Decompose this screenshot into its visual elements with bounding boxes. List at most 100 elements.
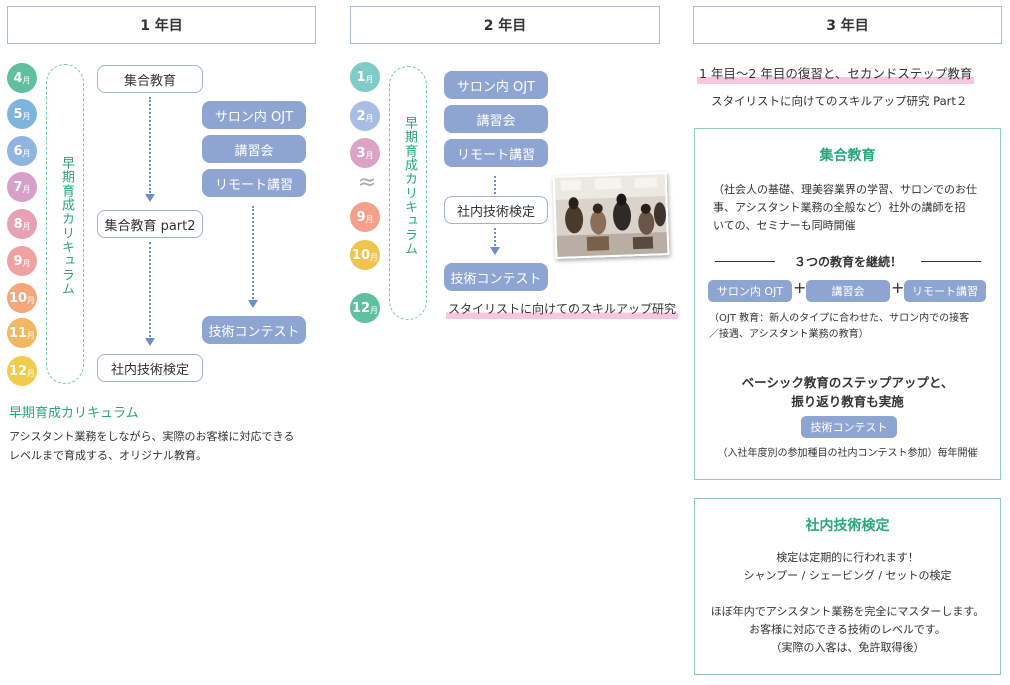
- year3-kentei-line1: 検定は定期的に行われます！: [776, 551, 919, 564]
- year1-month-unit: 月: [22, 258, 31, 268]
- year3-pill-koshu-label: 講習会: [831, 285, 865, 298]
- year3-kentei-line2: シャンプー / シェービング / セットの検定: [743, 569, 952, 582]
- year1-ojt-box: サロン内 OJT: [202, 101, 306, 129]
- year2-koshu-label: 講習会: [476, 113, 516, 129]
- year1-contest-box: 技術コンテスト: [202, 316, 306, 344]
- year3-ojt-note1: （OJT 教育：新人のタイプに合わせた、サロン内での接客: [709, 313, 970, 324]
- year1-arrow-head-1: [145, 194, 155, 202]
- year1-month-unit: 月: [22, 75, 31, 85]
- year2-curriculum-label: 早期育成カリキュラム: [402, 116, 417, 256]
- year1-arrow-head-3: [248, 300, 258, 308]
- year1-arrow-line-3: [252, 206, 254, 299]
- year3-header: 3 年目: [693, 6, 1002, 44]
- year1-month-number: 6: [13, 143, 23, 159]
- year1-kentei-label: 社内技術検定: [110, 362, 189, 378]
- year2-month-unit: 月: [365, 74, 374, 84]
- year1-koshu-box: 講習会: [202, 135, 306, 163]
- year3-pill-contest-label: 技術コンテスト: [810, 421, 888, 434]
- training-photo: [552, 172, 670, 259]
- year2-contest-label: 技術コンテスト: [450, 271, 542, 287]
- year2-arrow-line-1: [494, 176, 496, 194]
- year1-month-unit: 月: [22, 221, 31, 231]
- plus-icon: +: [891, 278, 905, 297]
- year1-kentei-box: 社内技術検定: [97, 354, 203, 382]
- year2-month-number: 9: [356, 209, 366, 225]
- year3-ojt-note2: ／接遇、アシスタント業務の教育）: [709, 329, 869, 340]
- year2-header-text: 2 年目: [483, 18, 527, 34]
- year3-pill-ojt: サロン内 OJT: [708, 280, 792, 302]
- year1-month-number: 5: [13, 106, 23, 122]
- year1-header: 1 年目: [7, 6, 316, 44]
- year1-month-unit: 月: [22, 184, 31, 194]
- year3-kentei-title: 社内技術検定: [805, 518, 890, 534]
- year2-ojt-label: サロン内 OJT: [456, 79, 536, 95]
- year1-month-number: 11: [8, 325, 28, 341]
- year2-month-unit: 月: [365, 214, 374, 224]
- plus-icon: +: [793, 278, 807, 297]
- year3-shugo-desc1: （社会人の基礎、理美容業界の学習、サロンでのお仕: [713, 183, 977, 196]
- year2-ojt-box: サロン内 OJT: [444, 71, 548, 99]
- year2-remote-box: リモート講習: [444, 139, 548, 167]
- year2-month-number: 10: [351, 247, 371, 263]
- year1-curriculum-bracket: [46, 64, 84, 384]
- continue-rule-left: [715, 261, 775, 262]
- year2-kentei-box: 社内技術検定: [444, 196, 548, 224]
- training-photo-image: [554, 173, 670, 259]
- year3-kentei-line4: お客様に対応できる技術のレベルです。: [749, 623, 946, 636]
- year3-pill-contest: 技術コンテスト: [801, 416, 897, 438]
- year3-pill-koshu: 講習会: [806, 280, 890, 302]
- year2-arrow-head: [490, 247, 500, 255]
- year1-shugo2-box: 集合教育 part2: [97, 210, 203, 238]
- year3-kentei-line5: （実際の入客は、免許取得後）: [770, 641, 925, 654]
- year3-shugo-panel: 集合教育 （社会人の基礎、理美容業界の学習、サロンでのお仕 事、アシスタント業務…: [694, 128, 1001, 480]
- year3-pill-remote: リモート講習: [904, 280, 986, 302]
- year1-month-number: 8: [13, 216, 23, 232]
- year1-month-number: 10: [8, 290, 28, 306]
- year1-shugo-label: 集合教育: [123, 73, 176, 89]
- year2-month-number: 3: [356, 145, 366, 161]
- year1-koshu-label: 講習会: [234, 143, 274, 159]
- year3-header-text: 3 年目: [826, 18, 869, 34]
- year3-title-line: 1 年目〜2 年目の復習と、セカンドステップ教育: [697, 64, 975, 84]
- year1-ojt-label: サロン内 OJT: [214, 109, 294, 125]
- year1-arrow-line-2: [149, 242, 151, 337]
- year2-month-number: 12: [351, 300, 371, 316]
- year3-pill-ojt-label: サロン内 OJT: [716, 285, 784, 298]
- year1-note-line1: アシスタント業務をしながら、実際のお客様に対応できる: [9, 430, 295, 443]
- year2-month-unit: 月: [365, 150, 374, 160]
- year2-kentei-label: 社内技術検定: [456, 204, 535, 220]
- year3-kentei-panel: 社内技術検定 検定は定期的に行われます！ シャンプー / シェービング / セッ…: [694, 498, 1001, 675]
- year1-month-unit: 月: [27, 295, 36, 305]
- year1-arrow-line-1: [149, 97, 151, 193]
- year2-contest-box: 技術コンテスト: [444, 263, 548, 291]
- year1-month-unit: 月: [22, 111, 31, 121]
- year3-contest-note: （入社年度別の参加種目の社内コンテスト参加）毎年開催: [717, 448, 978, 459]
- year1-note-line2: レベルまで育成する、オリジナル教育。: [9, 449, 207, 462]
- year3-basic-line1: ベーシック教育のステップアップと、: [741, 375, 954, 390]
- year2-research-text: スタイリストに向けてのスキルアップ研究: [446, 300, 679, 320]
- year1-month-number: 9: [13, 253, 23, 269]
- year3-shugo-desc2: 事、アシスタント業務の全般など）社外の講師を招: [713, 201, 966, 214]
- year1-contest-label: 技術コンテスト: [208, 324, 300, 340]
- year1-month-number: 12: [8, 363, 28, 379]
- year2-wave-icon: ≈: [357, 170, 377, 195]
- year3-pill-remote-label: リモート講習: [912, 285, 978, 298]
- year2-header: 2 年目: [350, 6, 660, 44]
- year1-shugo-box: 集合教育: [97, 65, 203, 93]
- year3-kentei-line3: ほぼ年内でアシスタント業務を完全にマスターします。: [710, 605, 985, 618]
- year1-remote-label: リモート講習: [214, 177, 293, 193]
- year1-month-unit: 月: [27, 330, 36, 340]
- year3-shugo-title: 集合教育: [819, 148, 876, 164]
- year1-header-text: 1 年目: [140, 18, 183, 34]
